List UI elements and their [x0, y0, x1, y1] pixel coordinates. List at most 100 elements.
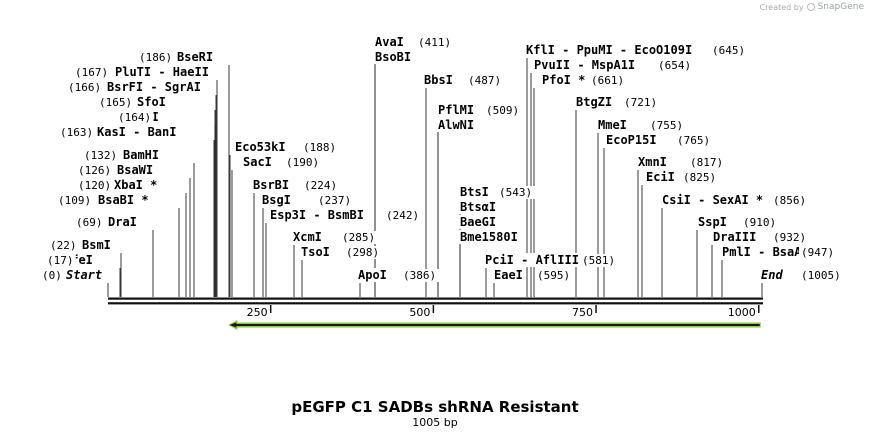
site-position-eco53ki: (188) [303, 141, 336, 154]
site-position-ecop15i: (765) [677, 134, 710, 147]
site-label-btgzi: BtgZI [576, 95, 612, 109]
site-label-mmei: MmeI [598, 118, 627, 132]
site-position-avai: (411) [418, 36, 451, 49]
site-label-end: End [761, 268, 783, 282]
label-backdrop-start [64, 268, 105, 282]
feature-arrow-tip [229, 322, 237, 328]
label-backdrop-tsoi [299, 245, 333, 259]
site-position-mfei: (17) [47, 254, 74, 267]
label-backdrop-bsmi [80, 238, 114, 252]
label-backdrop-xbai [112, 178, 160, 192]
backbone-line-top [108, 297, 763, 300]
feature-arrow [228, 320, 761, 330]
site-position-apoi: (386) [403, 269, 436, 282]
site-label-csii-sexai: CsiI - SexAI * [662, 193, 763, 207]
site-label-kasi-bani: KasI - BanI [97, 125, 176, 139]
position-backdrop-bsabi [56, 194, 94, 207]
site-label-tsoi: TsoI [301, 245, 330, 259]
position-backdrop-drai [74, 216, 105, 229]
position-backdrop-xbai [76, 179, 114, 192]
label-backdrop-kfli-ppumi-ecoo109i [524, 43, 696, 57]
position-backdrop-pfoi [589, 74, 627, 87]
site-position-kasi-bani: (163) [60, 126, 93, 139]
position-backdrop-bsmi [48, 239, 79, 252]
position-backdrop-mfei [45, 254, 76, 267]
site-position-eaei: (595) [537, 269, 570, 282]
site-position-saci: (190) [286, 156, 319, 169]
label-backdrop-csii-sexai [660, 193, 767, 207]
feature-arrow-core [235, 324, 760, 326]
site-position-bsrfi-sgrai: (166) [68, 81, 101, 94]
site-position-bbsi: (487) [468, 74, 501, 87]
position-backdrop-nari [116, 111, 154, 124]
site-label-pcii-afliii: PciI - AflIII [485, 253, 579, 267]
label-backdrop-draiii [711, 230, 759, 244]
position-backdrop-xmni [688, 156, 726, 169]
site-label-xbai: XbaI * [114, 178, 157, 192]
site-label-xcmi: XcmI [293, 230, 322, 244]
site-label-bsmi: BsmI [82, 238, 111, 252]
position-backdrop-pvuii-mspa1i [656, 59, 694, 72]
position-backdrop-bbsi [466, 74, 504, 87]
position-backdrop-pmli-bsaai [799, 246, 837, 259]
site-label-pluti-haeii: PluTI - HaeII [115, 65, 209, 79]
site-position-bsawi: (126) [78, 164, 111, 177]
site-label-saci: SacI [243, 155, 272, 169]
site-position-start: (0) [42, 269, 62, 282]
site-position-mmei: (755) [650, 119, 683, 132]
map-length: 1005 bp [412, 416, 458, 429]
site-position-btgzi: (721) [624, 96, 657, 109]
site-label-start: Start [66, 268, 102, 282]
ruler-tick-label-750: 750 [572, 306, 593, 319]
label-backdrop-eaei [492, 268, 526, 282]
position-backdrop-kfli-ppumi-ecoo109i [710, 44, 748, 57]
label-backdrop-alwni [436, 118, 477, 132]
label-backdrop-ecii [644, 170, 678, 184]
ruler-tick-label-1000: 1000 [728, 306, 756, 319]
ruler-tick-label-250: 250 [247, 306, 268, 319]
label-backdrop-sfoi [135, 95, 169, 109]
site-position-draiii: (932) [773, 231, 806, 244]
backbone-line-bottom [108, 302, 763, 305]
label-backdrop-esp3i-bsmbi [268, 208, 367, 222]
site-label-draiii: DraIII [713, 230, 756, 244]
site-position-sfoi: (165) [99, 96, 132, 109]
credit-prefix: Created by [759, 2, 804, 12]
position-backdrop-pflmi [484, 104, 522, 117]
position-backdrop-avai [416, 36, 454, 49]
label-backdrop-mmei [596, 118, 630, 132]
position-backdrop-bsawi [76, 164, 114, 177]
position-backdrop-ecii [681, 171, 719, 184]
position-backdrop-btsi [497, 186, 535, 199]
label-backdrop-bsgi [260, 193, 294, 207]
site-label-sspi: SspI [698, 215, 727, 229]
map-title: pEGFP C1 SADBs shRNA Resistant [291, 398, 579, 416]
site-label-avai: AvaI [375, 35, 404, 49]
site-label-bamhi: BamHI [123, 148, 159, 162]
site-label-btsi: BtsI [460, 185, 489, 199]
position-backdrop-bamhi [82, 149, 120, 162]
site-position-nari: (164) [118, 111, 151, 124]
site-position-drai: (69) [76, 216, 103, 229]
position-backdrop-bsgi [316, 194, 354, 207]
site-label-bseri: BseRI [177, 50, 213, 64]
site-label-bsawi: BsaWI [117, 163, 153, 177]
site-position-pluti-haeii: (167) [75, 66, 108, 79]
label-backdrop-avai [373, 35, 407, 49]
label-backdrop-bsabi [96, 193, 152, 207]
ruler-tick-label-500: 500 [409, 306, 430, 319]
label-backdrop-pcii-afliii [483, 253, 582, 267]
label-backdrop-end [759, 268, 785, 282]
site-label-bts-i: BtsαI [460, 200, 496, 214]
position-backdrop-sspi [741, 216, 779, 229]
snapgene-logo-icon [806, 3, 815, 11]
position-backdrop-bsrfi-sgrai [66, 81, 104, 94]
position-backdrop-ecop15i [675, 134, 713, 147]
site-label-sfoi: SfoI [137, 95, 166, 109]
label-backdrop-bsrfi-sgrai [105, 80, 204, 94]
position-backdrop-apoi [401, 269, 439, 282]
site-position-btsi: (543) [499, 186, 532, 199]
site-label-eco53ki: Eco53kI [235, 140, 286, 154]
site-label-drai: DraI [108, 215, 137, 229]
site-position-xbai: (120) [78, 179, 111, 192]
